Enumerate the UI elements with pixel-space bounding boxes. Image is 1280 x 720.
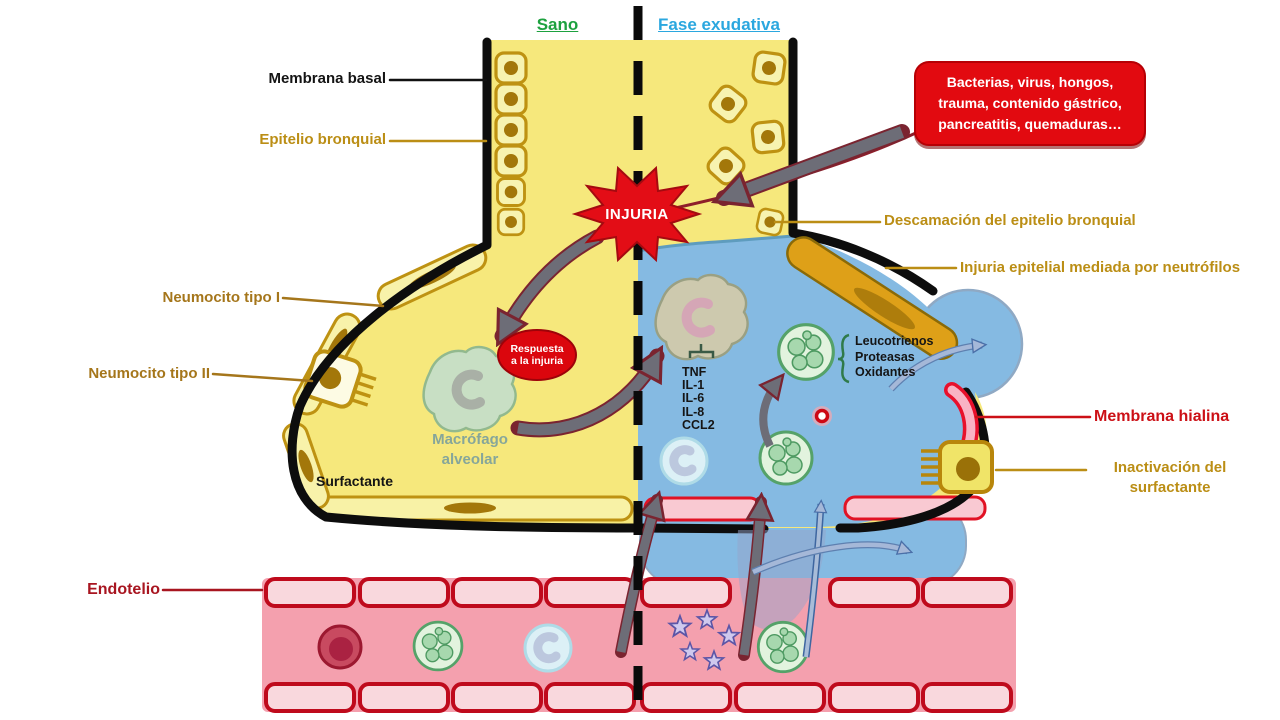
label-inactivacion-line2: surfactante (1129, 479, 1211, 497)
monocyte-in-fluid (661, 438, 707, 484)
endothelial-cells-bottom (264, 682, 1013, 713)
leader-neumocito-1 (281, 296, 385, 308)
neutrophil-products-list: Leucotrienos Proteasas Oxidantes (855, 334, 934, 381)
product-item: Leucotrienos (855, 334, 934, 348)
label-epitelio-bronquial: Epitelio bronquial (259, 131, 386, 148)
neutrophil-upper (777, 323, 835, 381)
label-membrana-hialina: Membrana hialina (1094, 408, 1230, 425)
macrofago-line2: alveolar (441, 450, 499, 468)
arrows (494, 124, 982, 661)
arrow-insult-to-injury (724, 126, 905, 198)
response-ellipse (497, 329, 577, 381)
neutrophil-migrating (756, 620, 810, 674)
label-endotelio: Endotelio (87, 581, 160, 598)
red-blood-cell (317, 624, 363, 670)
response-line2: a la injuria (511, 355, 563, 368)
mediator-item: IL-8 (682, 404, 705, 419)
mediators-list: TNF IL-1 IL-6 IL-8 CCL2 (682, 365, 715, 432)
arrow-fluid-escape (889, 345, 982, 391)
insult-callout-box: Bacterias, virus, hongos, trauma, conten… (914, 61, 1146, 146)
mediator-item: TNF (682, 365, 707, 379)
product-item: Proteasas (855, 349, 915, 364)
endothelial-cells-top (264, 577, 1013, 608)
alveolar-macrophage-healthy (422, 345, 517, 433)
arrow-fluid-leak-up (804, 504, 821, 658)
arrow-edema-spread (752, 545, 908, 575)
arrow-neutrophil-up (763, 380, 779, 448)
surfactant-layer-healthy (316, 495, 634, 522)
arrow-injury-to-macrophage (502, 232, 600, 336)
signal-dot (812, 406, 832, 426)
mediator-item: CCL2 (682, 417, 715, 432)
fluid-surface-line (637, 234, 794, 253)
injury-starburst (571, 165, 703, 263)
label-injuria-epitelial: Injuria epitelial mediada por neutrófilo… (960, 259, 1241, 276)
exudative-side-title: Fase exudativa (658, 15, 780, 34)
product-item: Oxidantes (855, 365, 916, 379)
arrow-macrophage-activation (517, 356, 657, 436)
label-surfactante: Surfactante (316, 473, 394, 489)
alveolar-macrophage-activated (654, 273, 749, 361)
label-inactivacion-surfactante: Inactivación del surfactante (1090, 458, 1250, 499)
response-line1: Respuesta (510, 343, 564, 355)
label-macrofago-alveolar: Macrófago alveolar (398, 430, 542, 469)
insult-line-3: pancreatitis, quemaduras… (938, 116, 1122, 132)
mediator-item: IL-1 (682, 378, 705, 393)
products-brace (837, 333, 850, 384)
macrofago-line1: Macrófago (432, 431, 508, 448)
label-neumocito-tipo-2: Neumocito tipo II (88, 365, 210, 382)
label-membrana-basal: Membrana basal (268, 70, 386, 87)
response-label: Respuesta a la injuria (497, 343, 577, 367)
injury-burst-label: INJURIA (605, 206, 669, 223)
type2-pneumocyte-inactivated (921, 440, 994, 494)
insult-line-1: Bacterias, virus, hongos, (946, 74, 1114, 90)
label-neumocito-tipo-1: Neumocito tipo I (162, 289, 281, 306)
insult-line-2: trauma, contenido gástrico, (938, 95, 1122, 111)
mediators-bracket (688, 344, 715, 358)
leader-neumocito-2 (211, 372, 314, 383)
leader-lines (161, 78, 1092, 592)
label-inactivacion-line1: Inactivación del (1113, 459, 1227, 476)
label-descamacion: Descamación del epitelio bronquial (884, 212, 1136, 229)
monocyte-in-capillary (525, 625, 571, 671)
neutrophil-in-capillary (412, 620, 464, 672)
mediator-item: IL-6 (682, 391, 705, 406)
healthy-side-title: Sano (536, 15, 579, 34)
